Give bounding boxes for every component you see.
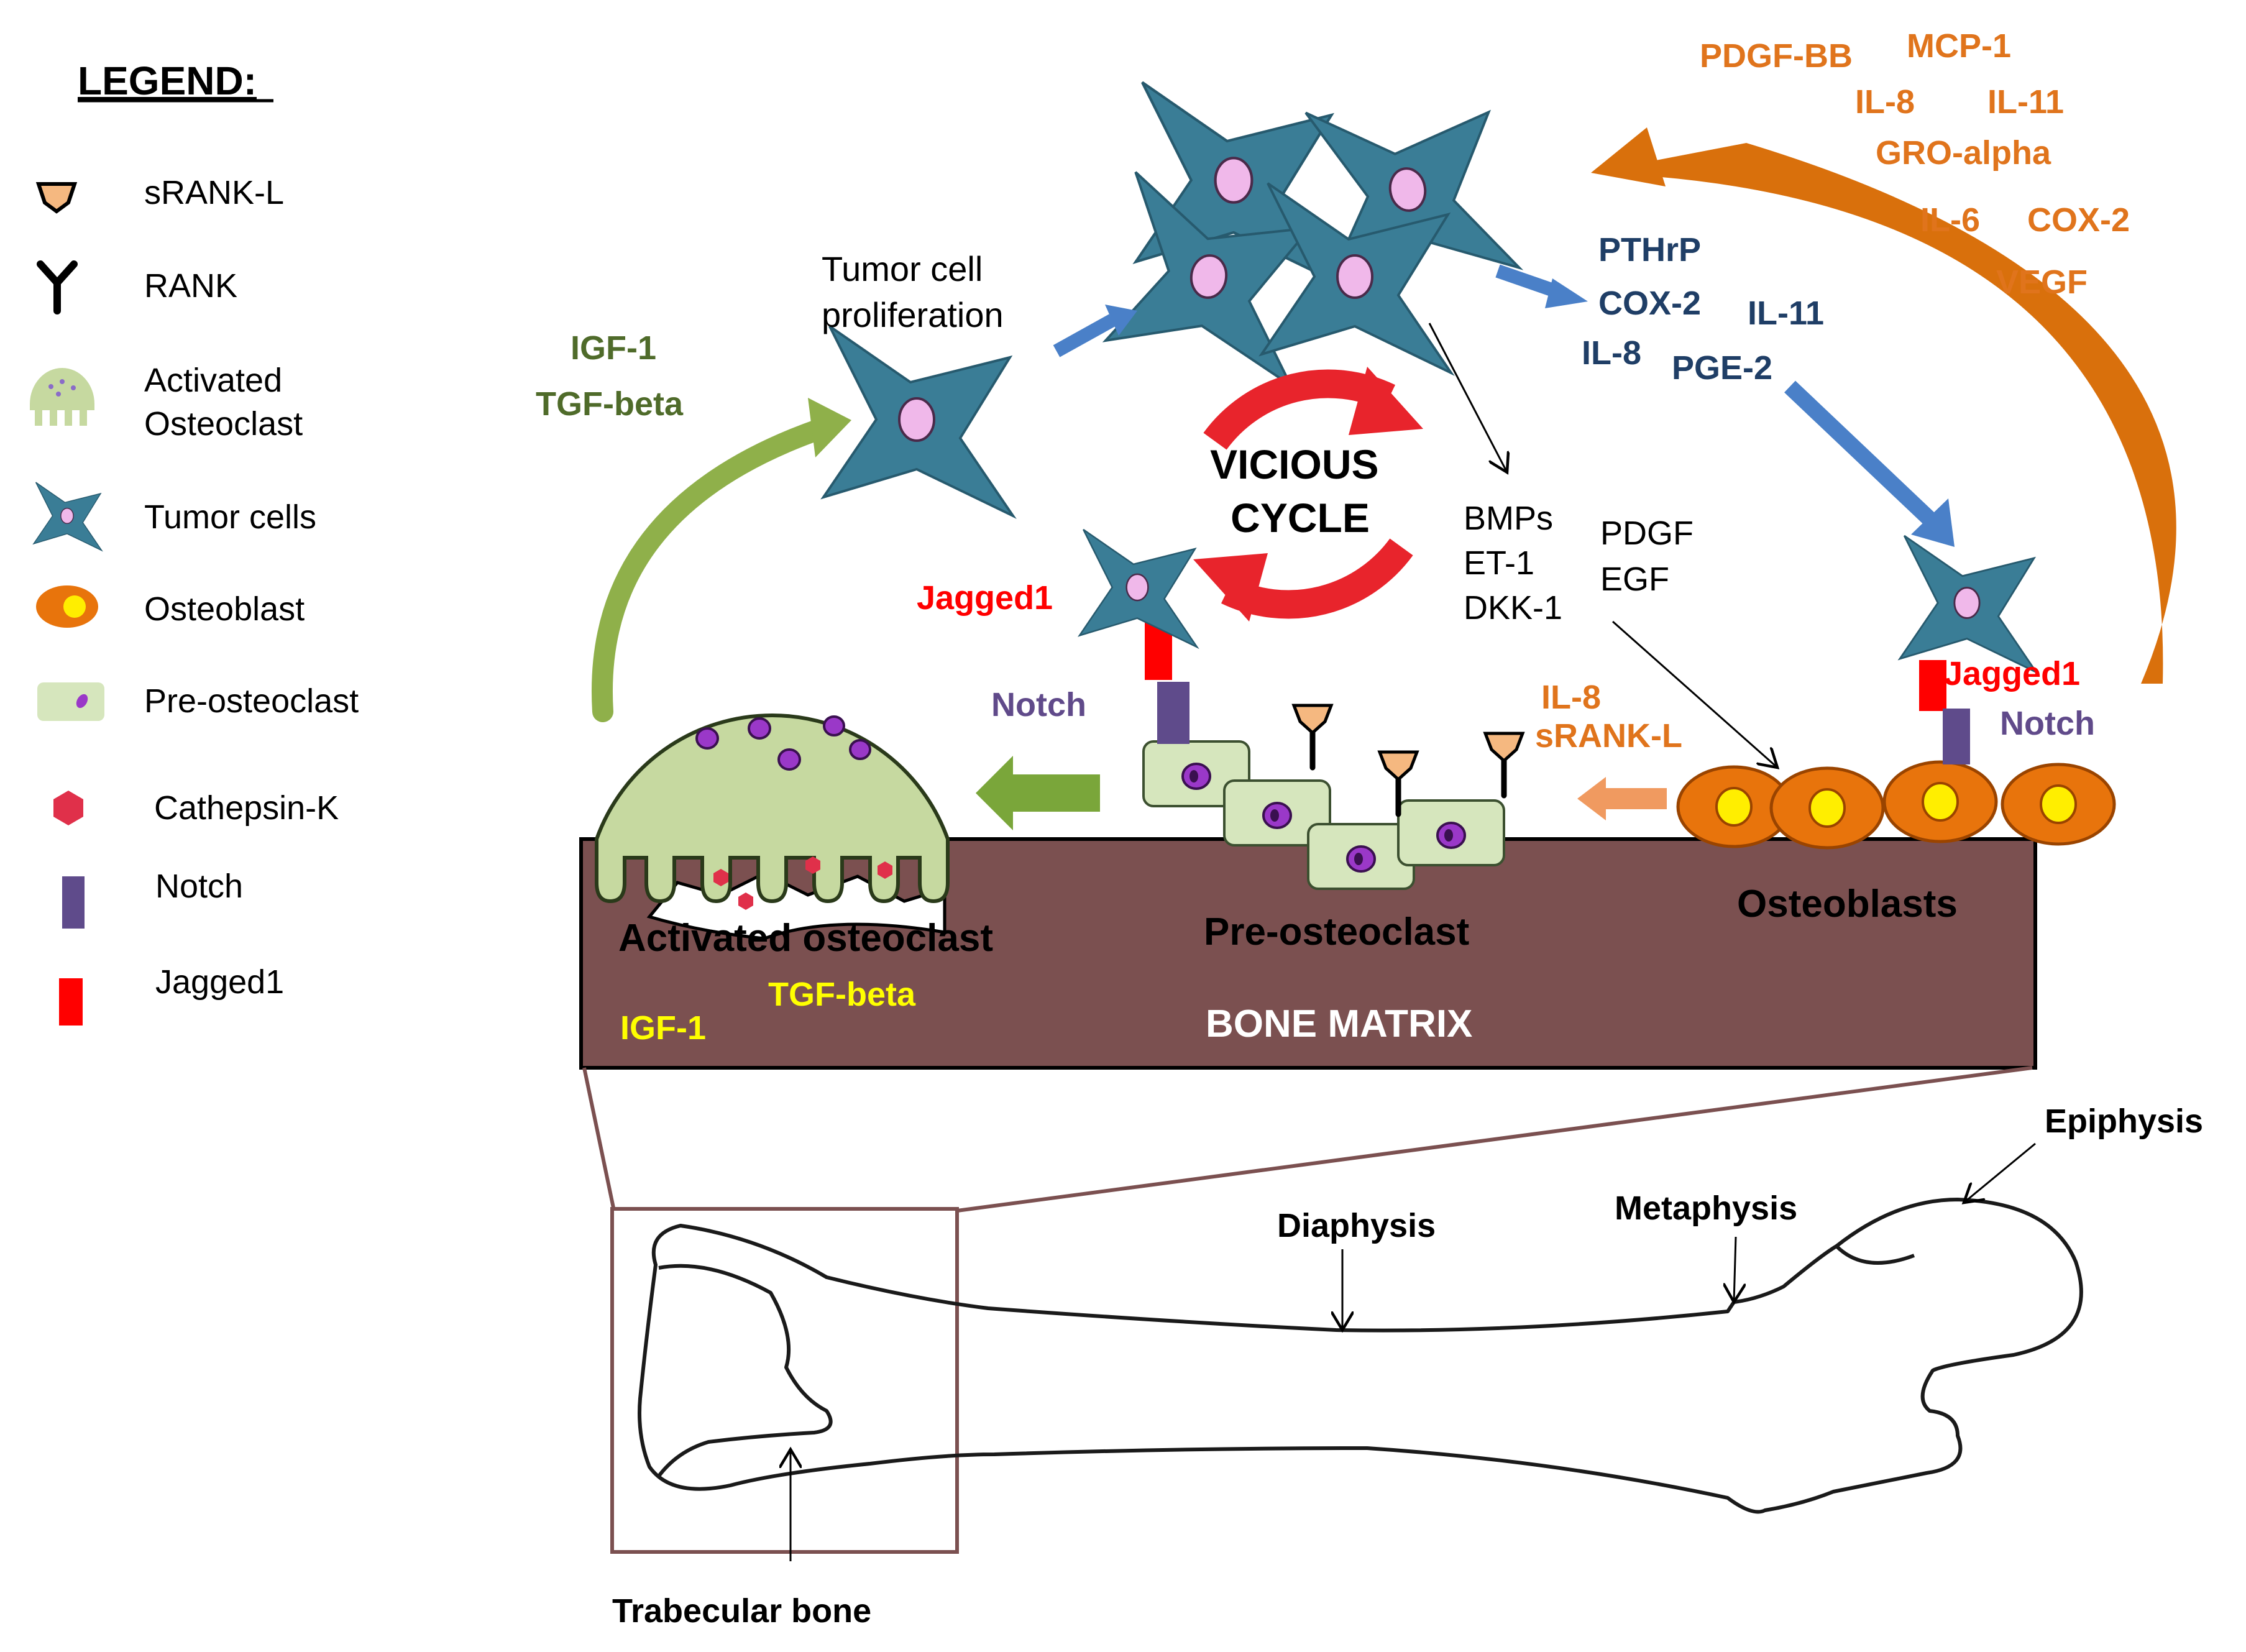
activated-osteoclast bbox=[595, 713, 950, 940]
jagged1-right-label: Jagged1 bbox=[1944, 655, 2080, 692]
blue-arrow-to-pthrp bbox=[1495, 264, 1588, 308]
vegf-label: VEGF bbox=[1996, 264, 2088, 301]
notch-bar-right bbox=[1943, 709, 1970, 764]
bmps-line1: BMPs bbox=[1464, 500, 1553, 537]
legend-label-activated-line1: Activated bbox=[144, 362, 282, 399]
pdgf-egf-label: PDGF EGF bbox=[1600, 515, 1703, 598]
thin-arrow-to-bmps bbox=[1428, 323, 1507, 472]
pdgfbb-label: PDGF-BB bbox=[1700, 37, 1853, 75]
cathepsin-k-icon bbox=[53, 791, 83, 825]
pge2-label: PGE-2 bbox=[1672, 349, 1772, 387]
tumor-proliferation-line2: proliferation bbox=[822, 295, 1004, 334]
notch-icon bbox=[62, 876, 85, 929]
green-block-arrow-left bbox=[976, 756, 1100, 830]
rank-receptor-icon bbox=[37, 260, 78, 314]
legend-label-rank: RANK bbox=[144, 267, 237, 305]
tumor-cell-icon bbox=[33, 482, 103, 551]
il8-srankl-line2: sRANK-L bbox=[1535, 717, 1682, 755]
il8-srankl-line1: IL-8 bbox=[1541, 679, 1601, 716]
osteoblasts-label: Osteoblasts bbox=[1737, 883, 1958, 925]
cox2-blue-label: COX-2 bbox=[1598, 285, 1701, 322]
tumor-proliferation-line1: Tumor cell bbox=[822, 249, 983, 288]
srankl-icon bbox=[35, 182, 78, 214]
diaphysis-label: Diaphysis bbox=[1277, 1207, 1436, 1244]
blue-arrow-to-right-tumor bbox=[1784, 380, 1955, 547]
legend-label-srankl: sRANK-L bbox=[144, 174, 284, 211]
legend-label-activated-line2: Osteoclast bbox=[144, 405, 303, 443]
il6-label: IL-6 bbox=[1920, 201, 1980, 239]
thin-arrow-to-osteoblasts bbox=[1612, 620, 1777, 768]
legend-label-jagged1: Jagged1 bbox=[155, 963, 284, 1001]
vicious-cycle-label: VICIOUS CYCLE bbox=[1210, 441, 1390, 541]
tgf-beta-top-label: TGF-beta bbox=[536, 385, 684, 423]
metaphysis-pointer bbox=[1734, 1236, 1736, 1302]
legend-label-tumor-cells: Tumor cells bbox=[144, 498, 316, 536]
activated-osteoclast-label: Activated osteoclast bbox=[618, 917, 993, 960]
zoom-line-left bbox=[582, 1067, 616, 1211]
activated-osteoclast-icon bbox=[30, 368, 94, 426]
metaphysis-label: Metaphysis bbox=[1615, 1190, 1797, 1227]
notch-left-label: Notch bbox=[991, 686, 1086, 723]
bmps-group-label: BMPs ET-1 DKK-1 bbox=[1464, 500, 1562, 626]
legend-label-notch: Notch bbox=[155, 868, 243, 905]
pre-osteoclast-label: Pre-osteoclast bbox=[1204, 911, 1469, 953]
orange-block-arrow-left bbox=[1577, 777, 1667, 820]
bmps-line3: DKK-1 bbox=[1464, 589, 1562, 626]
vicious-cycle-line2: CYCLE bbox=[1231, 495, 1370, 541]
igf1-top-label: IGF-1 bbox=[571, 329, 656, 367]
legend-label-activated-osteoclast: Activated Osteoclast bbox=[144, 362, 303, 443]
cox2-orange-label: COX-2 bbox=[2027, 201, 2130, 239]
il8-orange-label: IL-8 bbox=[1855, 83, 1915, 121]
pthrp-label: PTHrP bbox=[1598, 231, 1701, 268]
tgf-beta-bone-label: TGF-beta bbox=[768, 976, 916, 1013]
bmps-line2: ET-1 bbox=[1464, 544, 1534, 582]
tumor-proliferation-label: Tumor cell proliferation bbox=[822, 249, 1004, 334]
mcp1-label: MCP-1 bbox=[1907, 27, 2011, 65]
epiphysis-label: Epiphysis bbox=[2045, 1103, 2203, 1140]
tumor-cell-proliferating bbox=[822, 325, 1014, 517]
trabecular-zoom-box bbox=[610, 1207, 959, 1554]
epiphysis-pointer bbox=[1964, 1142, 2036, 1203]
notch-right-label: Notch bbox=[2000, 705, 2095, 742]
legend-label-osteoblast: Osteoblast bbox=[144, 590, 305, 628]
il11-blue-label: IL-11 bbox=[1748, 295, 1824, 332]
blue-arrow-to-cluster bbox=[1053, 305, 1137, 357]
femur-outline bbox=[638, 1198, 2083, 1514]
il11-orange-label: IL-11 bbox=[1987, 83, 2064, 121]
legend-label-pre-osteoclast: Pre-osteoclast bbox=[144, 682, 359, 720]
vicious-cycle-line1: VICIOUS bbox=[1210, 441, 1378, 487]
jagged1-bar-right bbox=[1919, 660, 1946, 711]
egf-line: EGF bbox=[1600, 561, 1669, 598]
tumor-cell-jagged-left bbox=[1078, 528, 1198, 648]
trabecular-bone-label: Trabecular bone bbox=[612, 1592, 871, 1630]
tumor-cell-jagged-right bbox=[1899, 535, 2038, 674]
legend-title: LEGEND: bbox=[78, 58, 257, 103]
vicious-cycle-arrows bbox=[1193, 367, 1423, 622]
notch-bar-left bbox=[1157, 682, 1189, 744]
jagged1-icon bbox=[59, 978, 83, 1026]
zoom-line-right bbox=[956, 1066, 2033, 1213]
pre-osteoclast-icon bbox=[37, 682, 104, 721]
bone-matrix-label: BONE MATRIX bbox=[1206, 1003, 1472, 1045]
il8-blue-label: IL-8 bbox=[1582, 334, 1641, 372]
osteoblast-row bbox=[1678, 762, 2114, 848]
il8-srankl-label: IL-8 sRANK-L bbox=[1535, 679, 1682, 755]
legend: LEGEND: sRANK-L RANK Activated Osteoclas… bbox=[30, 58, 359, 1026]
orange-curved-arrow bbox=[1591, 127, 2176, 684]
pdgf-line: PDGF bbox=[1600, 515, 1694, 552]
osteoblast-icon bbox=[36, 585, 98, 628]
green-curved-arrow bbox=[592, 398, 851, 722]
legend-label-cathepsin-k: Cathepsin-K bbox=[154, 789, 339, 827]
jagged1-left-label: Jagged1 bbox=[917, 579, 1053, 617]
gro-alpha-label: GRO-alpha bbox=[1876, 134, 2051, 172]
igf1-bone-label: IGF-1 bbox=[620, 1009, 706, 1047]
